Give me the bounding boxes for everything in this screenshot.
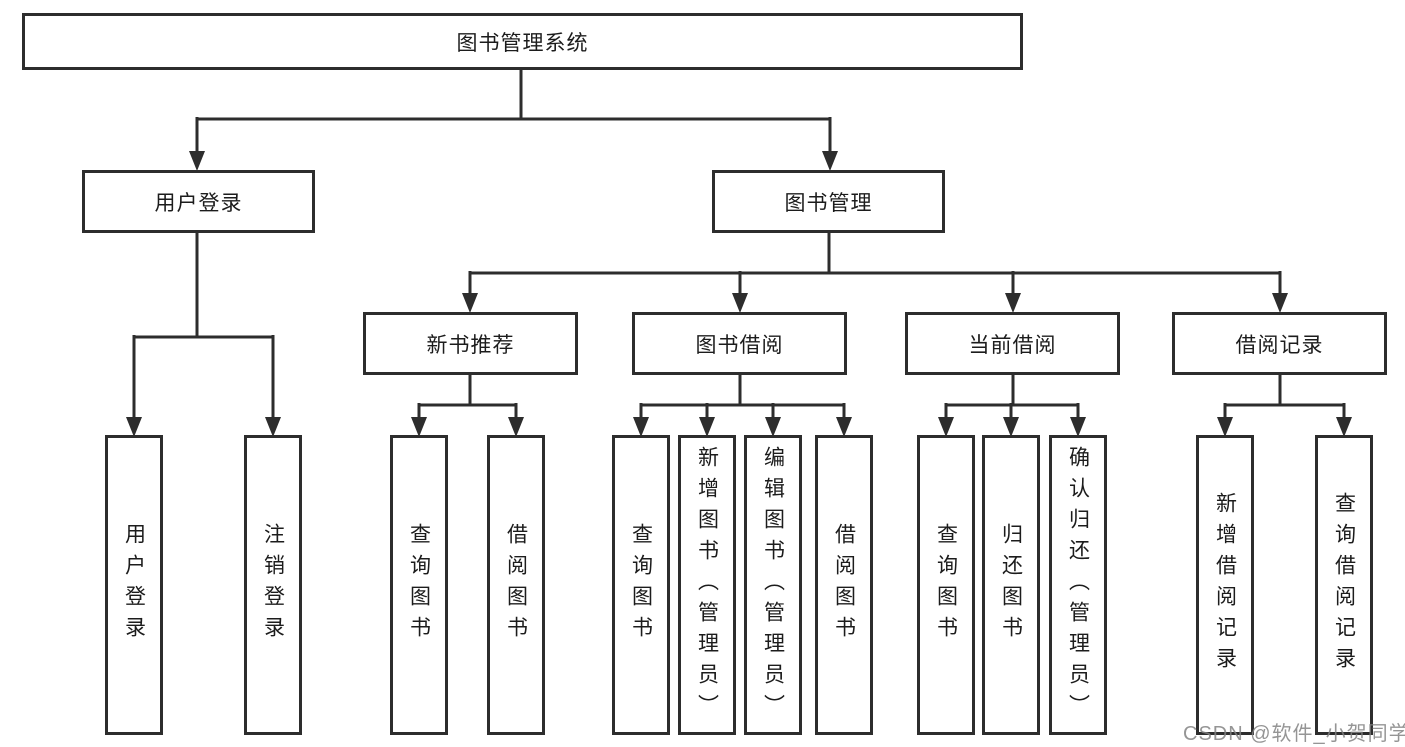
- node-label: 用户登录: [122, 523, 146, 647]
- node-label: 确认归还（管理员）: [1066, 445, 1090, 725]
- leaf-confirm-return-admin: 确认归还（管理员）: [1049, 435, 1107, 735]
- connector-strokes: [132, 70, 1346, 419]
- node-label: 借阅图书: [504, 523, 528, 647]
- leaf-edit-books-admin: 编辑图书（管理员）: [744, 435, 802, 735]
- node-label: 注销登录: [261, 523, 285, 647]
- node-label: 编辑图书（管理员）: [761, 445, 785, 725]
- leaf-query-books-borrow: 查询图书: [612, 435, 670, 735]
- node-new-book-recommend: 新书推荐: [363, 312, 578, 375]
- leaf-borrow-books: 借阅图书: [815, 435, 873, 735]
- node-library-management-system: 图书管理系统: [22, 13, 1023, 70]
- leaf-query-books-current: 查询图书: [917, 435, 975, 735]
- leaf-logout: 注销登录: [244, 435, 302, 735]
- node-current-borrowing: 当前借阅: [905, 312, 1120, 375]
- node-label: 查询图书: [629, 523, 653, 647]
- node-label: 查询图书: [407, 523, 431, 647]
- node-label: 图书管理系统: [456, 31, 589, 55]
- node-label: 图书借阅: [695, 333, 784, 357]
- leaf-user-login: 用户登录: [105, 435, 163, 735]
- node-label: 查询借阅记录: [1332, 492, 1356, 678]
- node-label: 归还图书: [999, 523, 1023, 647]
- node-label: 图书管理: [784, 191, 873, 215]
- node-book-borrowing: 图书借阅: [632, 312, 847, 375]
- csdn-watermark: CSDN @软件_小贺同学: [1183, 723, 1405, 745]
- node-label: 新书推荐: [426, 333, 515, 357]
- node-label: 借阅记录: [1235, 333, 1324, 357]
- node-label: 借阅图书: [832, 523, 856, 647]
- leaf-query-books-recommend: 查询图书: [390, 435, 448, 735]
- leaf-return-books: 归还图书: [982, 435, 1040, 735]
- node-user-login: 用户登录: [82, 170, 315, 233]
- node-book-management: 图书管理: [712, 170, 945, 233]
- arrowheads: [126, 151, 1352, 437]
- leaf-add-borrow-record: 新增借阅记录: [1196, 435, 1254, 735]
- leaf-query-borrow-record: 查询借阅记录: [1315, 435, 1373, 735]
- node-label: 新增借阅记录: [1213, 492, 1237, 678]
- node-label: 用户登录: [154, 191, 243, 215]
- node-label: 新增图书（管理员）: [695, 445, 719, 725]
- node-label: 当前借阅: [968, 333, 1057, 357]
- leaf-add-books-admin: 新增图书（管理员）: [678, 435, 736, 735]
- node-label: 查询图书: [934, 523, 958, 647]
- node-borrowing-records: 借阅记录: [1172, 312, 1387, 375]
- leaf-borrow-books-recommend: 借阅图书: [487, 435, 545, 735]
